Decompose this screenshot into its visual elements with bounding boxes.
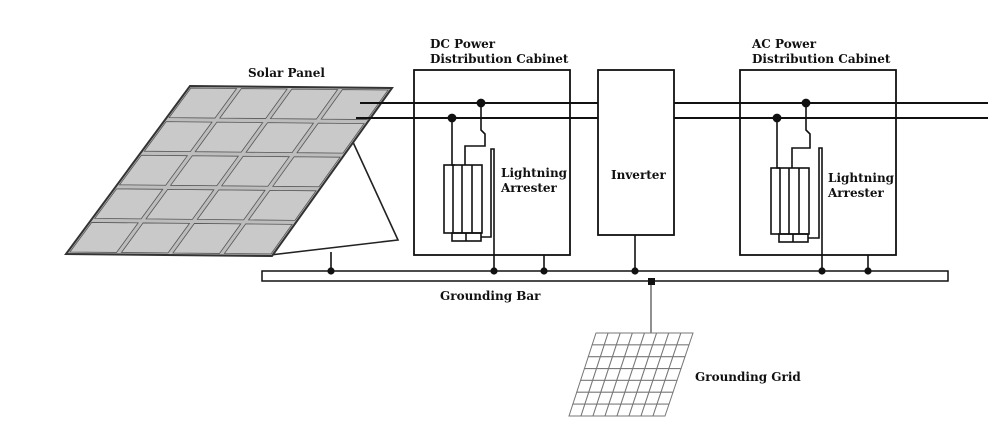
inverter-label: Inverter: [611, 168, 666, 182]
inverter: [597, 69, 675, 271]
ac-arrester-label-line1: Lightning: [828, 171, 895, 185]
dc-cabinet: [413, 69, 571, 271]
grounding-bar-label: Grounding Bar: [440, 289, 541, 303]
dc-cabinet-box: [413, 69, 571, 256]
grid-cell: [652, 403, 670, 417]
panel-cell: [145, 188, 215, 220]
grounding-bar: [261, 252, 949, 333]
panel-frame: [64, 84, 394, 258]
grid-connection-node: [648, 278, 655, 285]
panel-cell: [168, 87, 238, 119]
panel-cell: [269, 88, 339, 120]
dc-lightning-arrester: [443, 98, 545, 271]
panel-cell: [143, 121, 213, 153]
panel-cell: [172, 223, 242, 254]
ac-ground-wire: [808, 147, 823, 271]
ground-node-panel: [327, 267, 335, 275]
panel-cell: [120, 222, 191, 254]
panel-cell: [220, 155, 290, 187]
ac-cabinet-box: [739, 69, 897, 256]
dc-arrester-body: [443, 164, 483, 234]
panel-cell: [194, 121, 264, 153]
inverter-box: [597, 69, 675, 236]
panel-cell: [196, 189, 266, 221]
panel-cell: [247, 189, 317, 221]
ac-cabinet-label-line1: AC Power: [751, 37, 817, 51]
dc-ground-wire: [481, 148, 495, 271]
dc-lead-left: [451, 118, 455, 166]
dc-arrester-label-line1: Lightning: [501, 166, 568, 180]
grounding-grid-label: Grounding Grid: [695, 370, 801, 384]
panel-cell: [272, 156, 341, 188]
ground-node-dc-arrester: [490, 267, 498, 275]
ground-node-inverter: [631, 267, 639, 275]
panel-cells: [69, 87, 389, 255]
ac-arrester-label-line2: Arrester: [827, 186, 885, 200]
grounding-grid: [568, 332, 694, 417]
panel-cell: [93, 188, 164, 220]
ac-lightning-arrester: [770, 98, 869, 271]
ground-node-ac-arrester: [818, 267, 826, 275]
ground-node-dc-cabinet: [540, 267, 548, 275]
solar-panel-label: Solar Panel: [248, 66, 325, 80]
dc-cabinet-label-line2: Distribution Cabinet: [430, 52, 569, 66]
panel-cell: [69, 222, 139, 253]
ground-node-ac-cabinet: [864, 267, 872, 275]
ac-arrester-body: [770, 167, 810, 235]
panel-cell: [320, 89, 389, 120]
solar-panel: [64, 84, 400, 258]
panel-cell: [169, 155, 240, 187]
grounding-bar-rect: [261, 270, 949, 282]
panel-cell: [219, 88, 288, 119]
panel-cell: [296, 122, 365, 154]
dc-cabinet-label-line1: DC Power: [430, 37, 496, 51]
panel-cell: [245, 122, 315, 154]
panel-cell: [223, 223, 293, 255]
ac-lead-left: [776, 118, 780, 169]
ac-lead-right: [791, 103, 811, 168]
ac-cabinet-label-line2: Distribution Cabinet: [752, 52, 891, 66]
dc-arrester-label-line2: Arrester: [500, 181, 558, 195]
ac-cabinet: [739, 69, 897, 271]
dc-lead-right: [464, 103, 486, 165]
panel-cell: [118, 154, 189, 186]
